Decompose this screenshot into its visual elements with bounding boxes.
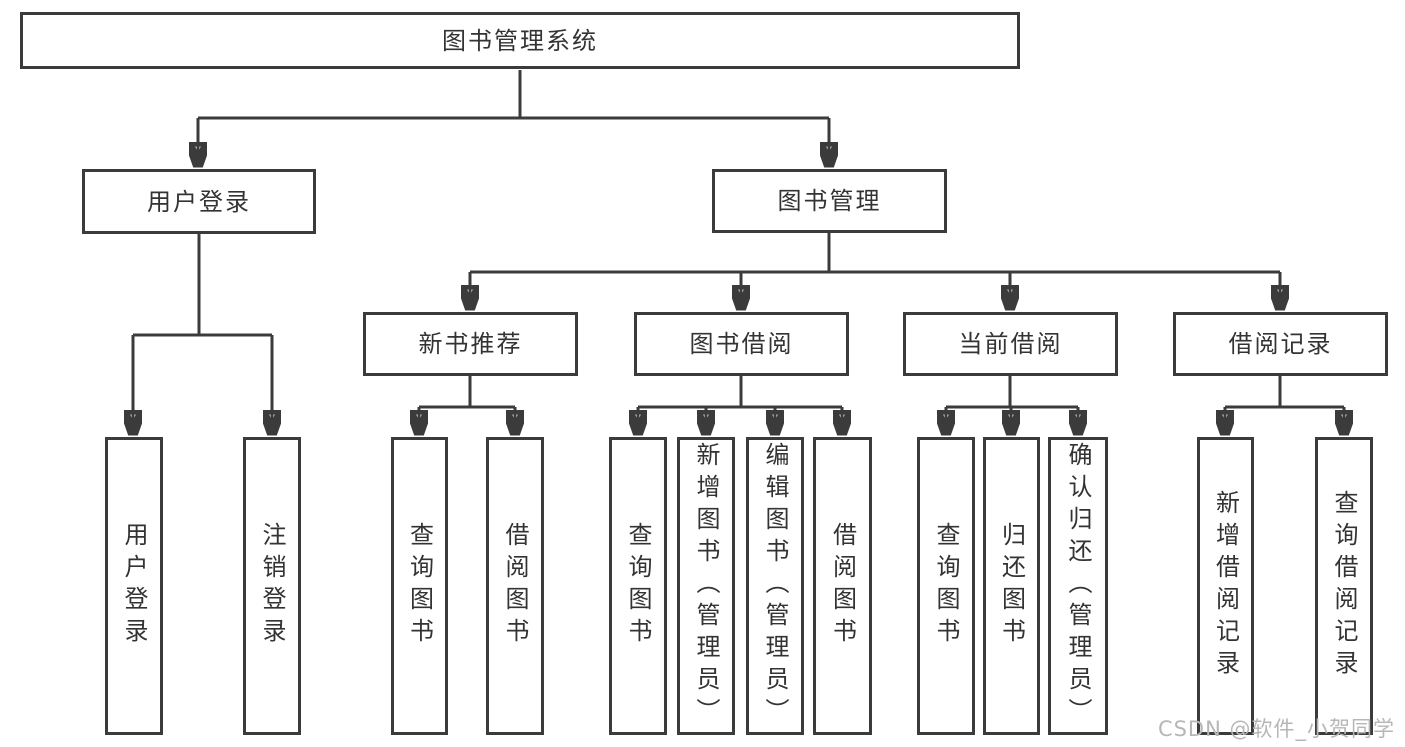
node-new-book-recommend: 新书推荐 xyxy=(363,312,578,376)
watermark: CSDN @软件_小贺同学 xyxy=(1157,717,1395,741)
node-leaf-bb-add-books: 新增图书（管理员） xyxy=(677,437,735,735)
node-leaf-user-login: 用户登录 xyxy=(105,437,163,735)
node-leaf-cb-confirm-return: 确认归还（管理员） xyxy=(1048,437,1108,735)
node-leaf-rec-query-books: 查询图书 xyxy=(391,437,448,735)
node-leaf-bb-borrow-books: 借阅图书 xyxy=(813,437,872,735)
node-leaf-rec-borrow-books: 借阅图书 xyxy=(486,437,544,735)
node-library-system: 图书管理系统 xyxy=(20,12,1020,69)
node-current-borrow: 当前借阅 xyxy=(903,312,1118,376)
node-leaf-br-query-record: 查询借阅记录 xyxy=(1315,437,1373,735)
node-borrow-records: 借阅记录 xyxy=(1173,312,1388,376)
node-leaf-bb-query-books: 查询图书 xyxy=(609,437,667,735)
node-leaf-bb-edit-books: 编辑图书（管理员） xyxy=(746,437,804,735)
node-leaf-cb-query-books: 查询图书 xyxy=(917,437,975,735)
node-book-management: 图书管理 xyxy=(712,169,947,233)
node-book-borrow: 图书借阅 xyxy=(634,312,849,376)
node-leaf-cb-return-books: 归还图书 xyxy=(983,437,1040,735)
node-leaf-br-add-record: 新增借阅记录 xyxy=(1197,437,1254,735)
node-user-login: 用户登录 xyxy=(82,169,316,234)
node-leaf-logout: 注销登录 xyxy=(243,437,301,735)
